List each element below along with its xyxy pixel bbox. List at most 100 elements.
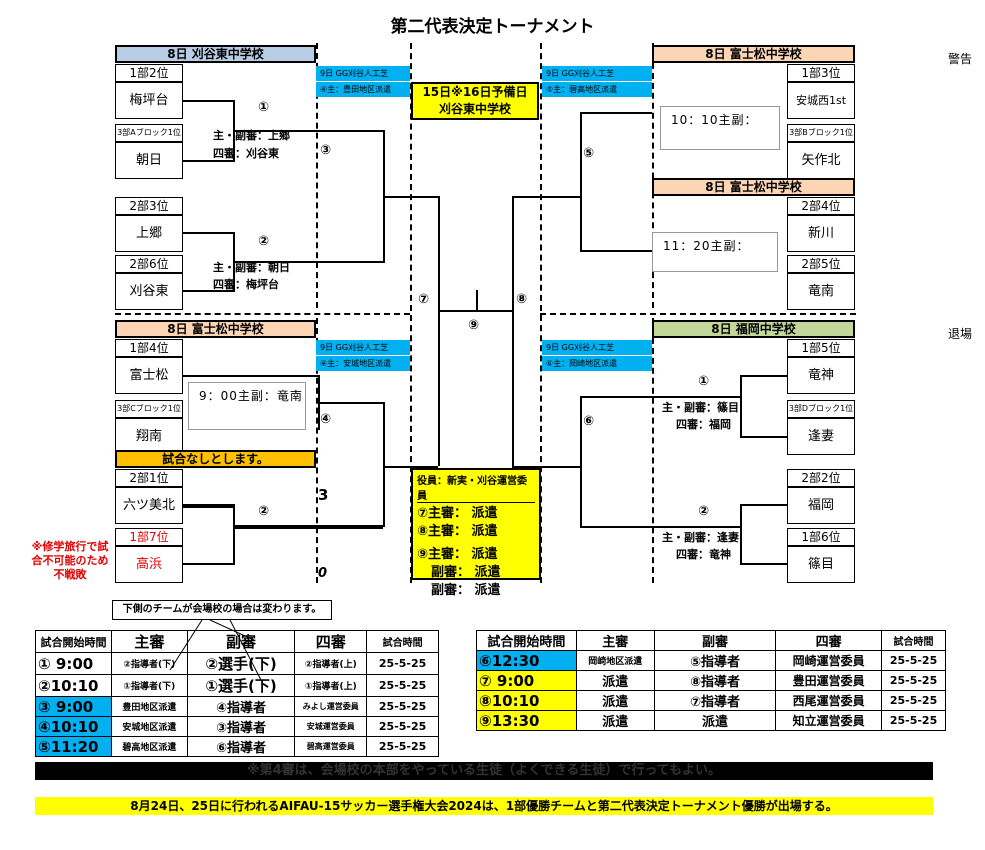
col-header: 試合開始時間 [35,630,112,653]
rank-label: 3部Bブロック1位 [787,124,855,142]
assistant-cell: ⑥指導者 [186,736,296,757]
forfeit-note: ※修学旅行で試合不可能のため不戦敗 [31,540,109,581]
col-header: 主審 [575,630,655,651]
fourth-cell: 西尾運営委員 [775,690,883,711]
rank-label: 1部3位 [787,64,855,82]
referee-cell: 安城地区派遣 [110,716,188,737]
venue-info: ⑤主：碧高地区派遣 [542,82,652,97]
divider-center-right [540,43,542,583]
rank-label: 3部Cブロック1位 [115,400,183,418]
start-time: ⑦ 9:00 [476,670,577,691]
start-time: ⑥12:30 [476,650,577,671]
col-header: 副審 [653,630,777,651]
divider-center-left [410,43,412,583]
rank-label: 2部4位 [787,197,855,215]
match-number: ③ [320,143,332,158]
match-number: ① [698,374,710,389]
fourth-referee-line: 四審：刈谷東 [213,147,279,160]
referee-cell: ①指導者(下) [110,674,188,697]
match-number: ⑤ [583,146,595,161]
assistant-cell: ④指導者 [186,696,296,717]
fourth-referee-line: 四審：梅坪台 [213,278,279,291]
referee-cell: 派遣 [575,690,655,711]
team-cell: 富士松 [115,357,183,394]
referee-cell: 派遣 [575,710,655,731]
duration-cell: 25-5-25 [881,650,946,671]
official-line: ⑧主審： 派遣 [417,524,498,539]
assistant-cell: ⑦指導者 [653,690,777,711]
match-number: ② [258,234,270,249]
duration-cell: 25-5-25 [881,690,946,711]
team-cell: 新川 [787,215,855,252]
team-cell: 竜神 [787,357,855,394]
venue-header-bl: 8日 富士松中学校 [115,320,316,338]
official-line: 副審： 派遣 [431,565,501,580]
referee-note: 10：10主副： [660,106,780,150]
fourth-cell: 安城運営委員 [294,716,368,737]
score: 3 [318,486,329,504]
venue-info: ④主：安城地区派遣 [316,356,410,371]
referee-cell: 碧高地区派遣 [110,736,188,757]
rank-label: 1部5位 [787,339,855,357]
duration-cell: 25-5-25 [366,696,439,717]
rank-label: 1部4位 [115,339,183,357]
exit-label: 退場 [948,327,973,341]
col-header: 主審 [110,630,188,653]
divider-tl [316,43,318,308]
venue-info: ④主：豊田地区派遣 [316,82,410,97]
venue-header-tr2: 8日 富士松中学校 [652,178,855,196]
assistant-cell: 派遣 [653,710,777,731]
referee-cell: ②指導者(下) [110,652,188,675]
fourth-referee-banner: ※第4審は、会場校の本部をやっている生徒（よくできる生徒）で行ってもよい。 [35,762,933,780]
match-number: ② [258,504,270,519]
start-time: ③ 9:00 [35,696,112,717]
divider-tr [652,43,654,308]
duration-cell: 25-5-25 [366,674,439,697]
assistant-cell: ②選手(下) [186,652,296,675]
fourth-cell: 岡崎運営委員 [775,650,883,671]
footer-note: 8月24日、25日に行われるAIFAU-15サッカー選手権大会2024は、1部優… [35,797,933,815]
divider-bl [316,318,318,583]
fourth-cell: ②指導者(上) [294,652,368,675]
semifinal-number-right: ⑧ [516,292,528,307]
duration-cell: 25-5-25 [366,736,439,757]
venue-header-br: 8日 福岡中学校 [652,320,855,338]
duration-cell: 25-5-25 [881,710,946,731]
start-time: ⑨13:30 [476,710,577,731]
venue-info: 9日 GG刈谷人工芝 [542,66,652,81]
rank-label: 2部6位 [115,255,183,273]
team-cell: 朝日 [115,142,183,179]
match-number: ① [258,100,270,115]
venue-info: ⑥主：岡崎地区派遣 [542,356,652,371]
team-cell: 篠目 [787,546,855,583]
duration-cell: 25-5-25 [881,670,946,691]
referee-line: 主・副審：逢妻 [662,531,739,544]
referee-line: 主・副審：上郷 [213,129,290,142]
col-header: 四審 [294,630,368,653]
referee-line: 主・副審：篠目 [662,401,739,414]
fourth-cell: みよし運営委員 [294,696,368,717]
rank-label: 2部2位 [787,469,855,487]
referee-cell: 派遣 [575,670,655,691]
rank-label: 2部3位 [115,197,183,215]
start-time: ②10:10 [35,674,112,697]
col-header: 試合時間 [881,630,946,651]
rank-label: 1部2位 [115,64,183,82]
final-venue-box: 15日※16日予備日 刈谷東中学校 [411,82,539,120]
rank-label: 1部7位 [115,528,183,546]
team-cell: 福岡 [787,487,855,524]
referee-note: 11：20主副： [652,232,778,272]
venue-info: 9日 GG刈谷人工芝 [316,66,410,81]
team-cell: 竜南 [787,273,855,310]
fourth-referee-line: 四審：福岡 [676,418,731,431]
score: 0 [318,566,328,581]
final-number: ⑨ [468,318,480,333]
match-number: ④ [320,412,332,427]
venue-info: 9日 GG刈谷人工芝 [542,340,652,355]
final-date: 15日※16日予備日 [422,85,528,99]
team-cell: 六ツ美北 [115,487,183,524]
fourth-cell: 知立運営委員 [775,710,883,731]
team-cell: 高浜 [115,546,183,583]
duration-cell: 25-5-25 [366,716,439,737]
fourth-cell: 碧高運営委員 [294,736,368,757]
